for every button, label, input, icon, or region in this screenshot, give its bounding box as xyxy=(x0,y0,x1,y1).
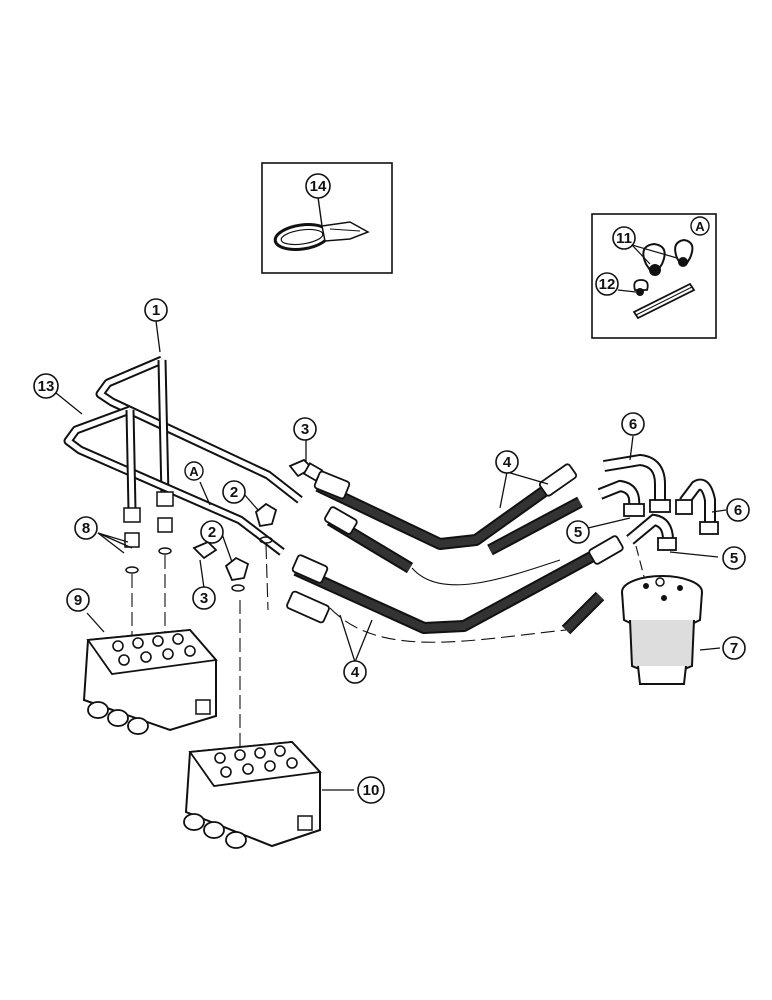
clip-inset xyxy=(591,213,717,339)
svg-text:3: 3 xyxy=(200,590,208,607)
callout-5-right: 5 xyxy=(722,546,746,570)
callout-6-upper: 6 xyxy=(621,412,645,436)
callout-4-upper: 4 xyxy=(495,450,519,474)
svg-text:5: 5 xyxy=(574,524,582,541)
callout-7: 7 xyxy=(722,636,746,660)
control-valve-9 xyxy=(82,628,218,735)
svg-text:5: 5 xyxy=(730,550,738,567)
svg-text:12: 12 xyxy=(599,276,616,293)
control-valve-10 xyxy=(183,740,322,849)
callout-a-main: A xyxy=(184,461,204,481)
callout-13: 13 xyxy=(33,373,59,399)
elbow-adapter-6-left xyxy=(603,453,671,513)
callout-10: 10 xyxy=(357,776,385,804)
svg-text:A: A xyxy=(695,219,705,234)
tube-1 xyxy=(95,355,303,504)
leader-lines xyxy=(55,320,727,791)
callout-2-upper: 2 xyxy=(222,480,246,504)
svg-text:9: 9 xyxy=(74,592,82,609)
cable-tie-inset xyxy=(261,162,393,274)
hose-4-upper xyxy=(313,463,578,550)
callout-1: 1 xyxy=(144,298,168,322)
fitting-8-group xyxy=(123,491,174,574)
elbow-adapter-5-upper xyxy=(597,479,645,517)
elbow-fitting-3-lower xyxy=(192,540,218,560)
callout-4-lower: 4 xyxy=(343,660,367,684)
svg-text:2: 2 xyxy=(208,524,216,541)
svg-text:6: 6 xyxy=(734,502,742,519)
callout-8: 8 xyxy=(74,516,98,540)
svg-text:2: 2 xyxy=(230,484,238,501)
callout-a-inset: A xyxy=(690,216,710,236)
hose-4-lower xyxy=(291,535,624,634)
svg-text:4: 4 xyxy=(503,454,512,471)
svg-text:6: 6 xyxy=(629,416,637,433)
cable-tie-icon xyxy=(273,221,370,251)
hose-4-loose xyxy=(286,590,605,635)
tube-13 xyxy=(63,405,285,556)
callout-3-upper: 3 xyxy=(293,417,317,441)
elbow-fitting-2-lower xyxy=(224,556,250,592)
mounting-strip-icon xyxy=(632,282,696,320)
swivel-assembly-7 xyxy=(621,575,703,685)
svg-text:A: A xyxy=(189,464,199,479)
callout-12: 12 xyxy=(595,272,619,296)
svg-text:11: 11 xyxy=(616,230,632,247)
svg-text:14: 14 xyxy=(310,178,327,195)
callout-6-right: 6 xyxy=(726,498,750,522)
svg-text:10: 10 xyxy=(363,782,380,799)
elbow-fitting-2-upper xyxy=(254,502,278,544)
svg-text:4: 4 xyxy=(351,664,360,681)
svg-text:13: 13 xyxy=(38,378,55,395)
callout-11: 11 xyxy=(612,226,636,250)
callout-9: 9 xyxy=(66,588,90,612)
elbow-adapter-5-lower xyxy=(626,513,677,551)
callout-3-lower: 3 xyxy=(192,586,216,610)
svg-text:1: 1 xyxy=(152,302,160,319)
elbow-adapter-6-right xyxy=(675,478,719,535)
svg-text:7: 7 xyxy=(730,640,738,657)
svg-text:8: 8 xyxy=(82,520,90,537)
callout-5-upper: 5 xyxy=(566,520,590,544)
callout-2-lower: 2 xyxy=(200,520,224,544)
callout-14: 14 xyxy=(305,173,331,199)
hose-clip-icon xyxy=(633,238,694,296)
hose-4-middle xyxy=(324,496,583,574)
svg-text:3: 3 xyxy=(301,421,309,438)
